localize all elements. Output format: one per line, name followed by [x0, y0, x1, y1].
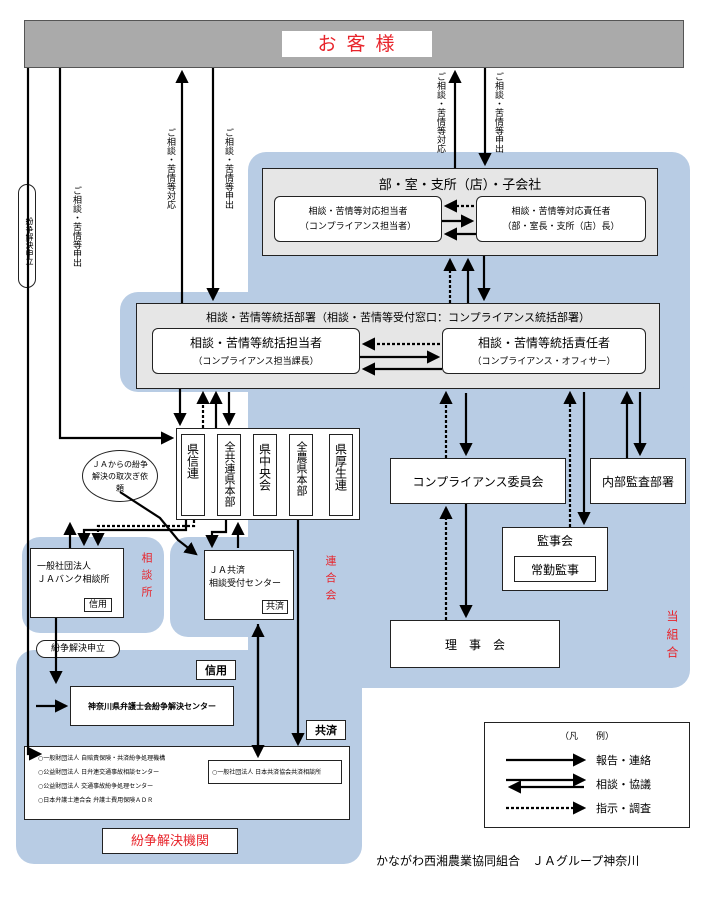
federation-kyosairen: 全共連県本部	[217, 434, 241, 516]
arrow-federation-to-jabank-dotted	[91, 520, 196, 547]
hq-responsible-line1: 相談・苦情等統括責任者	[477, 336, 610, 350]
jakyosai-tag: 共済	[262, 600, 288, 614]
jabank-line2: ＪＡバンク相談所	[37, 575, 110, 585]
branch-handler-line1: 相談・苦情等対応担当者	[308, 207, 408, 217]
board: 理 事 会	[390, 620, 560, 668]
dispute-org-item: ○一般財団法人 自賠責保険・共済紛争処理機構	[38, 755, 166, 762]
arrow-shinren-to-jabank	[77, 520, 188, 547]
mutual-label: 共済	[306, 720, 346, 740]
federation-zennoh: 全農県本部	[289, 434, 313, 516]
hq-handler-line2: （コンプライアンス担当課長）	[193, 357, 319, 367]
dispute-org-item: ○日本弁護士連合会 弁護士費用保険ＡＤＲ	[38, 797, 154, 804]
branch-responsible: 相談・苦情等対応責任者 （部・室長・支所（店）長）	[476, 196, 646, 242]
ja-referral-text: ＪＡからの紛争解決の取次ぎ依頼	[92, 460, 148, 493]
jabank-tag: 信用	[84, 598, 112, 612]
credit-label: 信用	[196, 660, 236, 680]
standing-auditor: 常勤監事	[514, 556, 596, 582]
dispute-org-item: ○公益財団法人 日弁連交通事故相談センター	[38, 769, 160, 776]
auditors-label: 監事会	[536, 534, 573, 548]
dispute-institution-label: 紛争解決機関	[102, 828, 238, 854]
arrow-customer-to-federations	[58, 68, 175, 445]
arrow-customer-to-dispute-orgs	[26, 68, 43, 761]
ja-referral-bubble: ＪＡからの紛争解決の取次ぎ依頼	[82, 450, 158, 502]
branch-handler-line2: （コンプライアンス担当者）	[299, 222, 417, 232]
branch-responsible-line1: 相談・苦情等対応責任者	[511, 207, 611, 217]
jabank-line1: 一般社団法人	[37, 562, 92, 572]
branch-responsible-line2: （部・室長・支所（店）長）	[502, 222, 620, 232]
federation-koseiren: 県厚生連	[329, 434, 353, 516]
legend-instruct: 指示・調査	[596, 802, 651, 815]
flow-label-consult-out-branch: ご相談・苦情等申出	[493, 72, 503, 153]
flow-label-consult-resp-branch: ご相談・苦情等対応	[435, 72, 445, 153]
federation-shinren: 県信連	[181, 434, 205, 516]
jakyosai-line2: 相談受付センター	[209, 579, 282, 589]
federation-chuokai: 県中央会	[253, 434, 277, 516]
hq-responsible-line2: （コンプライアンス・オフィサー）	[472, 357, 616, 367]
hq-responsible: 相談・苦情等統括責任者 （コンプライアンス・オフィサー）	[442, 328, 646, 374]
compliance-committee: コンプライアンス委員会	[390, 458, 566, 504]
hq-title: 相談・苦情等統括部署（相談・苦情等受付窓口：コンプライアンス統括部署）	[205, 311, 590, 324]
footer: かながわ西湘農業協同組合 ＪＡグループ神奈川	[376, 854, 640, 868]
dispute-orgs-list: ○一般財団法人 自賠責保険・共済紛争処理機構 ○公益財団法人 日弁連交通事故相談…	[38, 752, 165, 808]
branch-handler: 相談・苦情等対応担当者 （コンプライアンス担当者）	[274, 196, 442, 242]
customer-label: お 客 様	[282, 31, 432, 57]
arrow-federations-to-jakyosai	[205, 520, 228, 549]
rengokai-label: 連合会	[324, 555, 337, 606]
legend-consult: 相談・協議	[596, 778, 651, 791]
hq-handler-line1: 相談・苦情等統括担当者	[189, 336, 322, 350]
jakyosai-box: ＪＡ共済 相談受付センター	[204, 550, 294, 620]
jakyosai-line1: ＪＡ共済	[209, 566, 246, 576]
bar-association-box: 神奈川県弁護士会紛争解決センター	[70, 686, 234, 726]
legend-report: 報告・連絡	[596, 754, 651, 767]
our-union-label: 当組合	[665, 610, 679, 664]
dispute-org-item: ○公益財団法人 交通事故紛争処理センター	[38, 783, 154, 790]
arrow-referral-to-jakyosai	[119, 491, 198, 556]
consult-center-label: 相談所	[140, 552, 153, 603]
legend-box	[484, 722, 690, 828]
branch-title: 部・室・支所（店）・子会社	[378, 178, 542, 193]
flow-label-consult-out-left: ご相談・苦情等申出	[71, 186, 81, 267]
flow-label-consult-out-hq: ご相談・苦情等申出	[223, 128, 233, 209]
legend-title: （凡 例）	[559, 732, 614, 742]
internal-audit: 内部監査部署	[590, 458, 686, 504]
flow-label-consult-resp-hq: ご相談・苦情等対応	[165, 128, 175, 209]
kyosai-assoc-box: ○一般社団法人 日本共済協会共済相談所	[208, 760, 342, 784]
hq-handler: 相談・苦情等統括担当者 （コンプライアンス担当課長）	[152, 328, 360, 374]
